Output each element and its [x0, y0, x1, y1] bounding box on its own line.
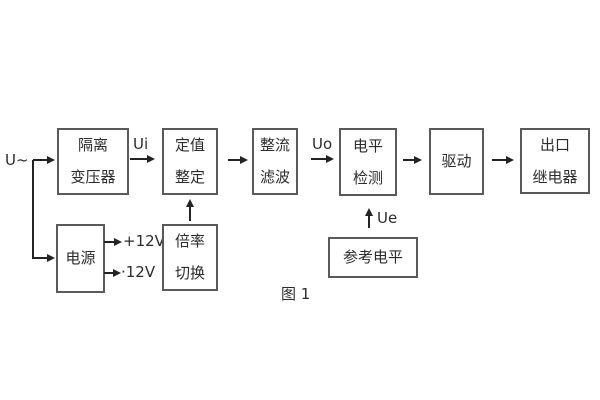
arrow-uo — [311, 154, 334, 163]
block-reference-level: 参考电平 — [328, 237, 418, 278]
arrow-ratio-to-setting — [185, 199, 194, 221]
block-ratio-switch-line1: 倍率 — [174, 232, 205, 250]
label-minus12v: ·12V — [121, 263, 156, 281]
block-rectifier-filter-line1: 整流 — [259, 136, 290, 154]
block-output-relay-line2: 继电器 — [532, 167, 578, 186]
block-isolation-transformer: 隔离 变压器 — [57, 128, 129, 195]
line-input-branch-vertical — [32, 160, 34, 259]
block-output-relay: 出口 继电器 — [520, 128, 590, 194]
arrow-input-to-transformer — [33, 155, 55, 164]
arrow-input-to-power — [33, 253, 55, 262]
label-signal-uo: Uo — [312, 135, 333, 153]
label-plus12v: +12V — [123, 232, 165, 250]
block-power-supply-label: 电源 — [65, 249, 96, 267]
block-isolation-transformer-line2: 变压器 — [70, 168, 116, 186]
block-level-detect-line1: 电平 — [352, 136, 383, 155]
arrow-power-minus12v — [104, 268, 121, 277]
block-setting-adjust-line2: 整定 — [174, 168, 205, 186]
block-ratio-switch: 倍率 切换 — [162, 224, 218, 291]
block-drive: 驱动 — [429, 128, 484, 195]
arrow-drive-to-relay — [492, 155, 514, 164]
figure-caption: 图 1 — [281, 285, 311, 303]
block-rectifier-filter-line2: 滤波 — [259, 168, 290, 186]
block-level-detect-line2: 检测 — [352, 168, 383, 187]
label-signal-ui: Ui — [133, 135, 149, 153]
arrow-detect-to-drive — [403, 155, 422, 164]
block-rectifier-filter: 整流 滤波 — [252, 128, 298, 195]
block-ratio-switch-line2: 切换 — [174, 264, 205, 282]
block-level-detect: 电平 检测 — [339, 128, 397, 196]
label-input-voltage: U~ — [5, 151, 29, 169]
block-isolation-transformer-line1: 隔离 — [77, 136, 108, 154]
label-signal-ue: Ue — [377, 209, 398, 227]
block-setting-adjust-line1: 定值 — [174, 136, 205, 154]
block-output-relay-line1: 出口 — [539, 135, 570, 154]
arrow-reference-to-detect — [364, 208, 373, 228]
arrow-power-plus12v — [104, 237, 122, 246]
block-power-supply: 电源 — [56, 224, 105, 293]
arrow-ui — [130, 154, 155, 163]
block-reference-level-label: 参考电平 — [342, 248, 403, 266]
arrow-setting-to-rectifier — [228, 155, 248, 164]
block-setting-adjust: 定值 整定 — [162, 128, 218, 195]
block-drive-label: 驱动 — [441, 152, 472, 170]
